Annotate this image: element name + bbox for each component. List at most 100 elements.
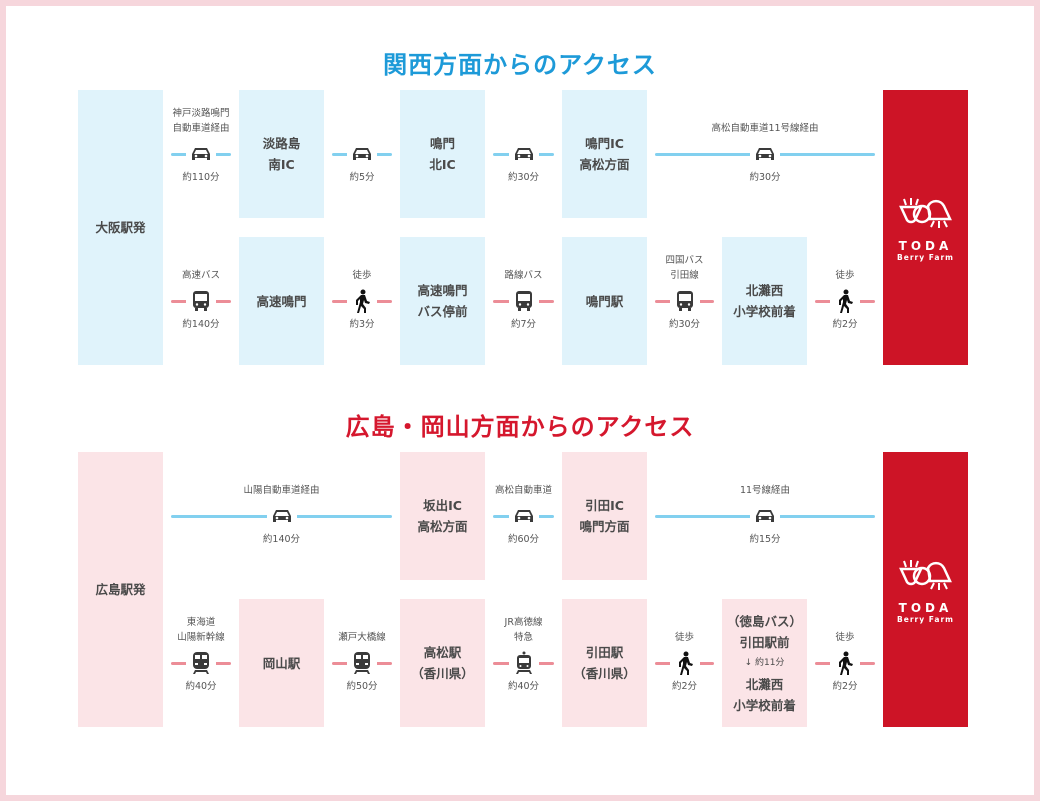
stop-box: 高速鳴門バス停前 xyxy=(400,237,485,365)
stop-box: 高松駅 （香川県） xyxy=(400,599,485,727)
connector: 徒歩約2分 xyxy=(647,599,722,727)
stop-name-line: 高松方面 xyxy=(417,519,468,534)
route-label-line: 瀬戸大橋線 xyxy=(338,632,386,643)
stop-name-line: 北灘西 xyxy=(745,676,784,692)
walk-icon xyxy=(669,651,700,675)
route-label: 高松自動車道 xyxy=(485,483,562,498)
origin-osaka-station: 大阪駅発 xyxy=(78,90,163,365)
travel-time: 約30分 xyxy=(507,172,540,183)
connector: 徒歩約2分 xyxy=(807,599,883,727)
route-label: 山陽自動車道経由 xyxy=(163,483,400,498)
stop-name-line: 高速鳴門 xyxy=(256,293,307,309)
travel-time: 約7分 xyxy=(510,319,537,330)
stop-box: 淡路島南IC xyxy=(239,90,324,218)
connector: 11号線経由約15分 xyxy=(647,452,883,580)
logo-name: TODA xyxy=(898,238,953,253)
route-label: 四国バス引田線 xyxy=(647,253,722,283)
stop-box: 鳴門北IC xyxy=(400,90,485,218)
car-icon xyxy=(266,504,297,528)
stop-name-line: 南IC xyxy=(268,157,295,172)
travel-time: 約40分 xyxy=(185,681,217,692)
route-label-line: 山陽新幹線 xyxy=(177,632,225,643)
travel-time: 約110分 xyxy=(182,172,220,183)
connector: 高松自動車道11号線経由約30分 xyxy=(647,90,883,218)
bus-icon xyxy=(508,289,539,313)
connector: JR高徳線特急約40分 xyxy=(485,599,562,727)
route-label: 徒歩 xyxy=(807,268,883,283)
car-icon xyxy=(750,142,780,166)
stop-name-line: 鳴門方面 xyxy=(579,519,630,534)
origin-label: 大阪駅発 xyxy=(95,220,146,235)
route-label-line: 徒歩 xyxy=(352,270,372,281)
route-label-line: 高松自動車道 xyxy=(494,485,552,496)
car-icon xyxy=(186,142,216,166)
stop-name-line: ↓ 約11分 xyxy=(744,657,785,668)
route-label-line: 11号線経由 xyxy=(739,485,791,496)
connector: 四国バス引田線約30分 xyxy=(647,237,722,365)
walk-icon xyxy=(347,289,377,313)
stop-box: 岡山駅 xyxy=(239,599,324,727)
route-label: 路線バス xyxy=(485,268,562,283)
stop-name-line: 高松方面 xyxy=(579,157,630,172)
route-label: 高速バス xyxy=(163,268,239,283)
logo-subtitle: Berry Farm xyxy=(897,252,954,262)
stop-box: 北灘西小学校前着 xyxy=(722,237,807,365)
stop-name-line: 鳴門駅 xyxy=(585,293,624,309)
connector: 東海道山陽新幹線約40分 xyxy=(163,599,239,727)
stop-name-line: （香川県） xyxy=(411,666,474,681)
route-label: 徒歩 xyxy=(807,630,883,645)
connector: 高速バス約140分 xyxy=(163,237,239,365)
route-label: 徒歩 xyxy=(647,630,722,645)
stop-box: 引田駅（香川県） xyxy=(562,599,647,727)
route-label: 東海道山陽新幹線 xyxy=(163,615,239,645)
origin-hiroshima-station: 広島駅発 xyxy=(78,452,163,727)
travel-time: 約50分 xyxy=(346,681,378,692)
route-label: 11号線経由 xyxy=(647,483,883,498)
connector: 高松自動車道約60分 xyxy=(485,452,562,580)
route-label-line: JR高徳線 xyxy=(504,617,543,628)
kansai-route-diagram: 大阪駅発 神戸淡路鳴門自動車道経由約110分 淡路島南IC 約5分 鳴門北IC … xyxy=(78,90,968,365)
kansai-section-title: 関西方面からのアクセス xyxy=(383,51,657,79)
route-label-line: 四国バス xyxy=(665,255,704,266)
route-label: 瀬戸大橋線 xyxy=(324,630,400,645)
stop-name-line: 小学校前着 xyxy=(733,304,796,319)
connector: 神戸淡路鳴門自動車道経由約110分 xyxy=(163,90,239,218)
walk-icon xyxy=(830,651,860,675)
route-label-line: 引田線 xyxy=(670,270,699,281)
stop-name-line: バス停前 xyxy=(417,304,468,319)
connector: 徒歩約2分 xyxy=(807,237,883,365)
stop-name-line: 岡山駅 xyxy=(262,655,301,671)
route-label-line: 神戸淡路鳴門 xyxy=(172,108,230,119)
strawberry-logo-icon xyxy=(898,197,952,228)
car-icon xyxy=(750,504,780,528)
travel-time: 約2分 xyxy=(671,681,698,692)
route-label-line: 自動車道経由 xyxy=(172,123,230,134)
travel-time: 約140分 xyxy=(262,534,301,545)
connector: 約30分 xyxy=(485,90,562,218)
logo-subtitle: Berry Farm xyxy=(897,614,954,624)
route-label: JR高徳線特急 xyxy=(485,615,562,645)
stop-name-line: 小学校前着 xyxy=(733,697,796,713)
connector: 約5分 xyxy=(324,90,400,218)
route-label-line: 徒歩 xyxy=(835,632,855,643)
connector: 山陽自動車道経由約140分 xyxy=(163,452,400,580)
route-label-line: 特急 xyxy=(513,632,533,643)
connector: 徒歩約3分 xyxy=(324,237,400,365)
travel-time: 約2分 xyxy=(832,681,858,692)
travel-time: 約30分 xyxy=(668,319,701,330)
stop-name-line: 高松駅 xyxy=(423,645,462,660)
stop-box: （徳島バス）引田駅前↓ 約11分北灘西小学校前着 xyxy=(722,599,807,727)
stop-name-line: 鳴門IC xyxy=(585,136,624,151)
car-icon xyxy=(508,504,539,528)
route-label: 高松自動車道11号線経由 xyxy=(647,121,883,136)
stop-name-line: 北灘西 xyxy=(745,283,784,298)
route-label-line: 路線バス xyxy=(504,270,543,281)
stop-name-line: 引田駅前 xyxy=(739,634,790,650)
stop-name-line: 鳴門 xyxy=(429,136,455,151)
route-label-line: 山陽自動車道経由 xyxy=(243,485,320,496)
stop-box: 高速鳴門 xyxy=(239,237,324,365)
